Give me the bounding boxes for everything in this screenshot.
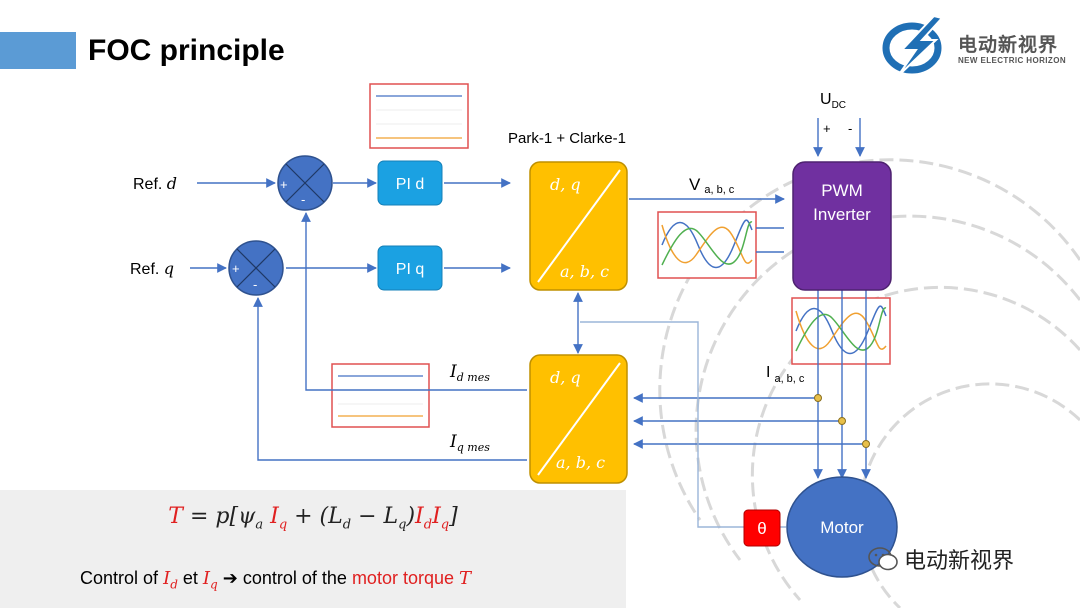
pwm-inverter-block: PWM Inverter xyxy=(792,161,892,291)
svg-text:Motor: Motor xyxy=(820,518,864,537)
pi-q-block: PI q xyxy=(377,245,443,291)
motor-torque-text: motor torque xyxy=(351,568,454,588)
watermark: 电动新视界 xyxy=(868,543,1014,575)
signal-lines xyxy=(190,118,871,528)
torque-formula: T = p[ψa Iq + (Ld − Lq)IdIq] xyxy=(168,504,458,533)
sum-d-minus: - xyxy=(301,192,305,207)
inverse-transform-block: d, q a, b, c xyxy=(529,161,628,291)
inverse-block-dq: d, q xyxy=(550,175,581,194)
control-mid: control of the xyxy=(242,568,347,588)
forward-block-dq: d, q xyxy=(550,368,581,387)
svg-text:PI d: PI d xyxy=(396,176,424,193)
watermark-text: 电动新视界 xyxy=(904,548,1015,573)
control-prefix: Control of xyxy=(80,568,159,588)
scope-top xyxy=(369,83,469,149)
pwm-label-line2: Inverter xyxy=(813,205,871,224)
inverse-block-abc: a, b, c xyxy=(560,262,609,281)
control-statement: Control of Id et Iq ➔ control of the mot… xyxy=(80,568,471,592)
sum-q-plus: + xyxy=(232,261,240,276)
id-mes-label: Id mes xyxy=(449,362,490,384)
sum-d-plus: + xyxy=(280,177,288,192)
udc-label: UDC xyxy=(820,91,846,111)
et-word: et xyxy=(182,568,198,588)
ref-d-label: Ref. d xyxy=(133,174,177,193)
sensor-dots xyxy=(814,394,870,448)
arrow-glyph: ➔ xyxy=(222,568,238,588)
svg-text:θ: θ xyxy=(757,519,766,538)
inverse-transform-title: Park-1 + Clarke-1 xyxy=(508,130,626,147)
brand-logo xyxy=(880,10,1070,82)
sum-circle-q: + - xyxy=(228,240,284,296)
iq-mes-label: Iq mes xyxy=(449,432,490,454)
sum-circle-d: + - xyxy=(277,155,333,211)
lightning-globe-logo-icon xyxy=(882,14,944,77)
forward-block-abc: a, b, c xyxy=(556,453,605,472)
ref-q-label: Ref. q xyxy=(130,259,174,278)
forward-transform-block: d, q a, b, c xyxy=(529,354,628,484)
title-accent-bar xyxy=(0,32,76,69)
udc-minus: - xyxy=(848,121,852,136)
pi-d-block: PI d xyxy=(377,160,443,206)
svg-text:PI q: PI q xyxy=(396,261,424,278)
pwm-label-line1: PWM xyxy=(821,181,863,200)
scope-bottom xyxy=(331,363,430,428)
theta-sensor: θ xyxy=(743,509,781,547)
logo-text-cn: 电动新视界 xyxy=(958,35,1059,56)
torque-symbol: T xyxy=(459,568,472,589)
iq-symbol: Iq xyxy=(202,568,218,592)
motor: Motor xyxy=(786,476,898,578)
scope-current-waves xyxy=(791,297,891,365)
id-symbol: Id xyxy=(163,568,178,592)
wechat-icon xyxy=(868,547,898,571)
sum-q-minus: - xyxy=(253,277,257,292)
formula-panel: T = p[ψa Iq + (Ld − Lq)IdIq] Control of … xyxy=(0,490,626,608)
udc-plus: + xyxy=(823,121,831,136)
logo-text-en: NEW ELECTRIC HORIZON xyxy=(958,56,1066,65)
scope-voltage-waves xyxy=(657,211,757,279)
slide-title: FOC principle xyxy=(88,34,285,67)
